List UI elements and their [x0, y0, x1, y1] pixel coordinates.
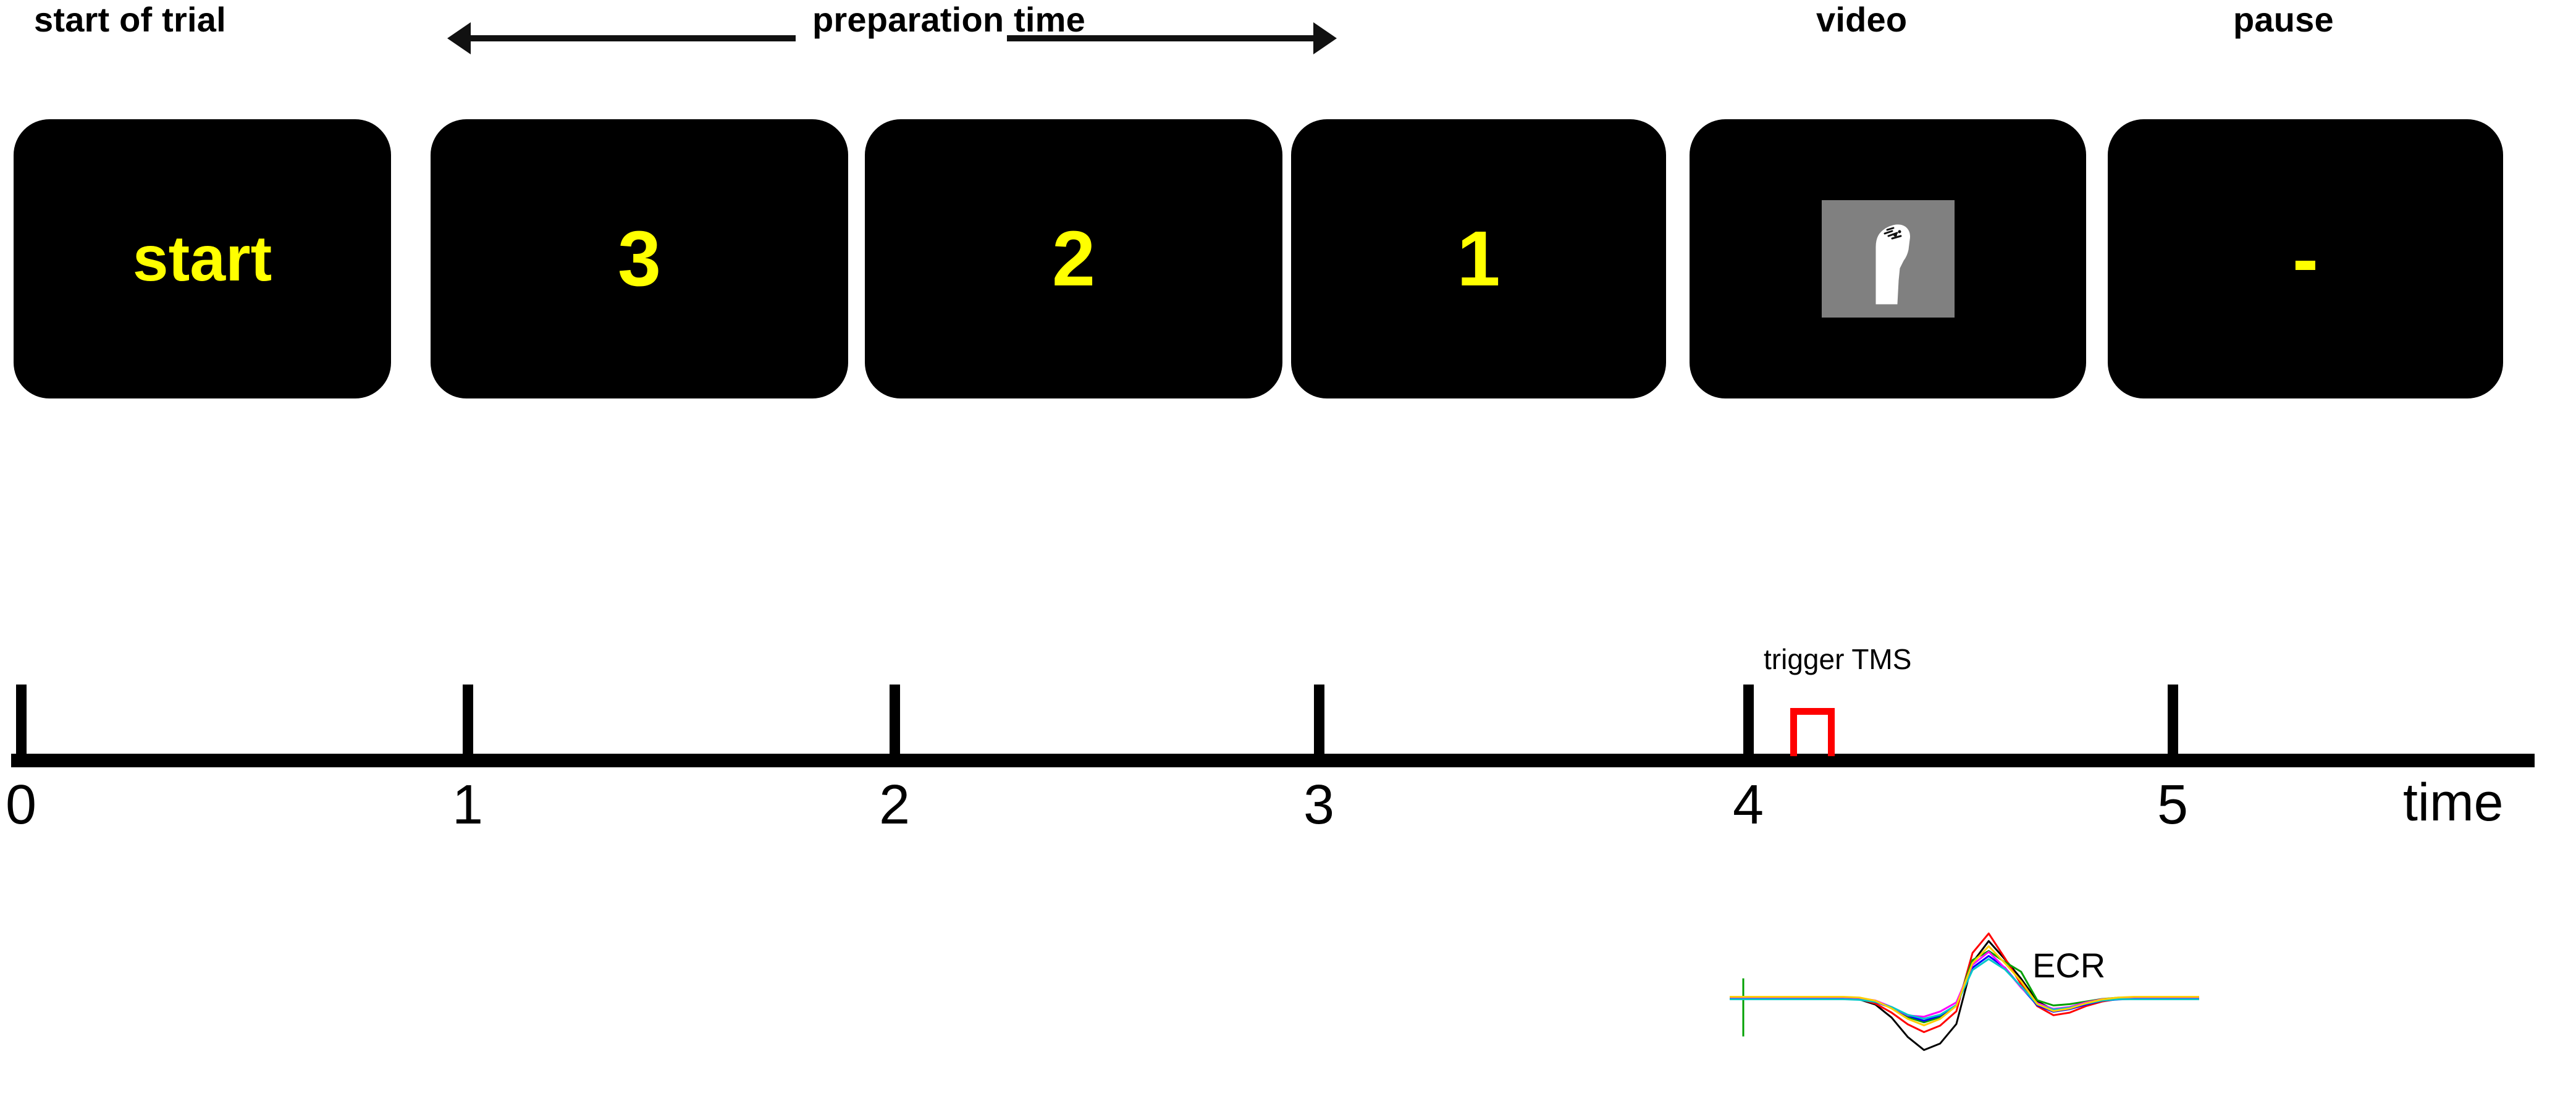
timeline-axis-line [11, 754, 2535, 767]
timeline: 0 1 2 3 4 5 trigger TMS time [0, 643, 2576, 865]
caption-pause: pause [2233, 0, 2334, 39]
timeline-tick-label-0: 0 [5, 774, 37, 836]
screen-panel-pause: - [2108, 119, 2503, 398]
ecr-emg-traces [1730, 932, 2199, 1051]
screen-text-3: 3 [617, 215, 662, 302]
arrow-right-icon [1007, 35, 1316, 41]
timeline-tick-label-1: 1 [452, 774, 484, 836]
trigger-tms-pulse [1790, 708, 1835, 756]
screen-panel-countdown-3: 3 [431, 119, 848, 398]
timeline-axis-label: time [2403, 773, 2504, 832]
timeline-tick-label-5: 5 [2157, 774, 2189, 836]
timeline-tick-1 [463, 685, 473, 756]
timeline-tick-0 [16, 685, 27, 756]
timeline-tick-3 [1314, 685, 1324, 756]
caption-video: video [1816, 0, 1908, 39]
emg-trace-7 [1730, 945, 2199, 1027]
caption-start-of-trial: start of trial [34, 0, 226, 39]
timeline-tick-2 [890, 685, 900, 756]
arrow-left-icon [468, 35, 796, 41]
video-stimulus-frame [1821, 200, 1955, 318]
screen-text-start: start [132, 223, 272, 295]
trigger-tms-label: trigger TMS [1764, 643, 1912, 675]
timeline-tick-label-3: 3 [1303, 774, 1335, 836]
screen-panel-countdown-2: 2 [865, 119, 1282, 398]
hand-fist-icon [1875, 224, 1910, 305]
emg-trace-6 [1730, 958, 2199, 1020]
timeline-tick-label-2: 2 [878, 774, 911, 836]
ecr-label: ECR [2032, 946, 2106, 985]
timeline-tick-5 [2168, 685, 2178, 756]
screen-text-1: 1 [1457, 215, 1501, 302]
screen-panel-start: start [14, 119, 391, 398]
timeline-tick-label-4: 4 [1732, 774, 1764, 836]
emg-trace-1 [1730, 940, 2199, 1051]
screen-text-pause-dash: - [2292, 215, 2318, 302]
screen-panel-video [1690, 119, 2086, 398]
screen-text-2: 2 [1051, 215, 1096, 302]
screen-panel-countdown-1: 1 [1291, 119, 1666, 398]
timeline-tick-4 [1743, 685, 1754, 756]
caption-preparation-time: preparation time [812, 0, 1085, 39]
